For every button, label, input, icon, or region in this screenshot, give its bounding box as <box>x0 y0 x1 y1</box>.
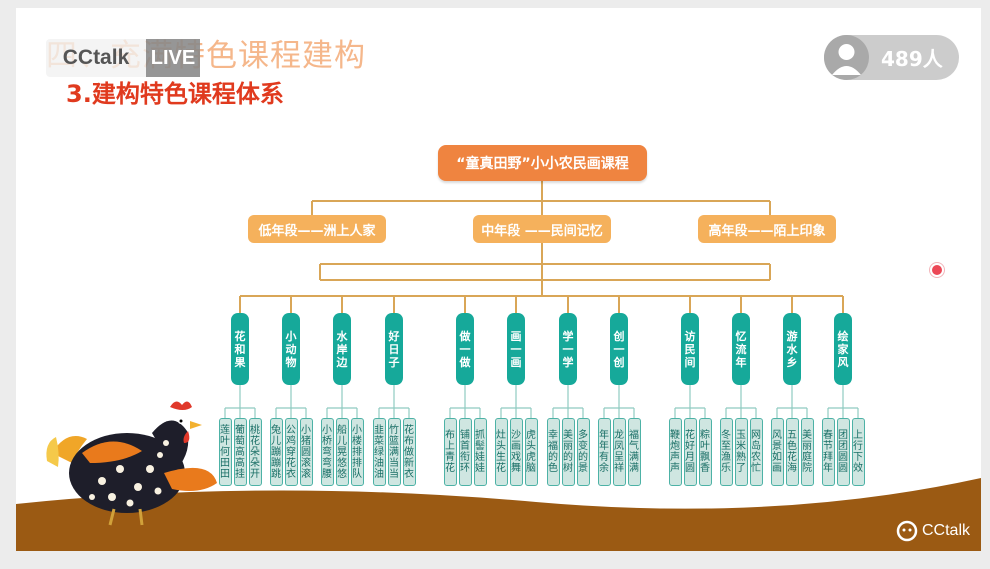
leaf-box: 玉米熟了 <box>734 418 748 486</box>
leaf-box: 沙画戏舞 <box>509 418 523 486</box>
theme-box: 忆流年 <box>732 313 750 385</box>
leaf-box: 葡萄高高挂 <box>233 418 247 486</box>
leaf-box: 上行下效 <box>851 418 865 486</box>
rooster-illustration <box>46 401 217 526</box>
theme-box: 访民间 <box>681 313 699 385</box>
theme-box: 游水乡 <box>783 313 801 385</box>
avatar <box>824 35 869 80</box>
stage-box: 中年段 ——民间记忆 <box>473 215 611 243</box>
leaf-box: 多变的景 <box>576 418 590 486</box>
theme-box: 画一画 <box>507 313 525 385</box>
theme-box: 学一学 <box>559 313 577 385</box>
tree-root: “童真田野”小小农民画课程 <box>438 145 647 181</box>
leaf-box: 幸福的色 <box>546 418 560 486</box>
leaf-box: 灶头生花 <box>494 418 508 486</box>
leaf-box: 风景如画 <box>770 418 784 486</box>
leaf-box: 小桥弯弯腰 <box>320 418 334 486</box>
leaf-box: 船儿晃悠悠 <box>335 418 349 486</box>
leaf-box: 福气满满 <box>627 418 641 486</box>
slide-subtitle: 3.建构特色课程体系 <box>66 80 284 108</box>
leaf-box: 兔儿蹦蹦跳 <box>269 418 283 486</box>
leaf-box: 公鸡穿花衣 <box>284 418 298 486</box>
leaf-box: 花布做新衣 <box>402 418 416 486</box>
theme-box: 小动物 <box>282 313 300 385</box>
leaf-box: 桃花朵朵开 <box>248 418 262 486</box>
connector-lines <box>16 181 981 551</box>
leaf-box: 布上青花 <box>443 418 457 486</box>
leaf-box: 小楼排排队 <box>350 418 364 486</box>
live-label: LIVE <box>146 39 200 77</box>
theme-box: 花和果 <box>231 313 249 385</box>
leaf-box: 龙凤呈祥 <box>612 418 626 486</box>
ground-band <box>16 478 981 551</box>
leaf-box: 网岛农忙 <box>749 418 763 486</box>
stage-box: 低年段——洲上人家 <box>248 215 386 243</box>
leaf-box: 花好月圆 <box>683 418 697 486</box>
cctalk-logo-icon <box>896 520 918 542</box>
leaf-box: 小猪圆滚滚 <box>299 418 313 486</box>
user-icon <box>832 44 861 75</box>
theme-box: 做一做 <box>456 313 474 385</box>
theme-box: 好日子 <box>385 313 403 385</box>
leaf-box: 五色花海 <box>785 418 799 486</box>
cctalk-watermark-text: CCtalk <box>922 522 971 539</box>
leaf-box: 莲叶何田田 <box>218 418 232 486</box>
live-badge: CCtalk LIVE <box>46 39 200 77</box>
leaf-box: 铺首衔环 <box>458 418 472 486</box>
leaf-box: 粽叶飘香 <box>698 418 712 486</box>
leaf-box: 韭菜绿油油 <box>372 418 386 486</box>
leaf-box: 鞭炮声声 <box>668 418 682 486</box>
live-brand: CCtalk <box>46 39 146 77</box>
record-dot-icon[interactable] <box>930 263 944 277</box>
leaf-box: 团团圆圆 <box>836 418 850 486</box>
leaf-box: 春节拜年 <box>821 418 835 486</box>
theme-box: 绘家风 <box>834 313 852 385</box>
leaf-box: 竹篮满当当 <box>387 418 401 486</box>
stage-box: 高年段——陌上印象 <box>698 215 836 243</box>
leaf-box: 抓髻娃娃 <box>473 418 487 486</box>
viewer-count: 489人 <box>881 47 943 71</box>
leaf-box: 美丽庭院 <box>800 418 814 486</box>
theme-box: 水岸边 <box>333 313 351 385</box>
theme-box: 创一创 <box>610 313 628 385</box>
leaf-box: 冬至渔乐 <box>719 418 733 486</box>
slide-canvas: 四、充满特色课程建构 CCtalk LIVE 3.建构特色课程体系 489人 “… <box>16 8 981 551</box>
leaf-box: 美丽的树 <box>561 418 575 486</box>
cctalk-watermark: CCtalk <box>896 520 970 542</box>
leaf-box: 年年有余 <box>597 418 611 486</box>
leaf-box: 虎头虎脑 <box>524 418 538 486</box>
viewer-count-button[interactable]: 489人 <box>824 35 959 80</box>
